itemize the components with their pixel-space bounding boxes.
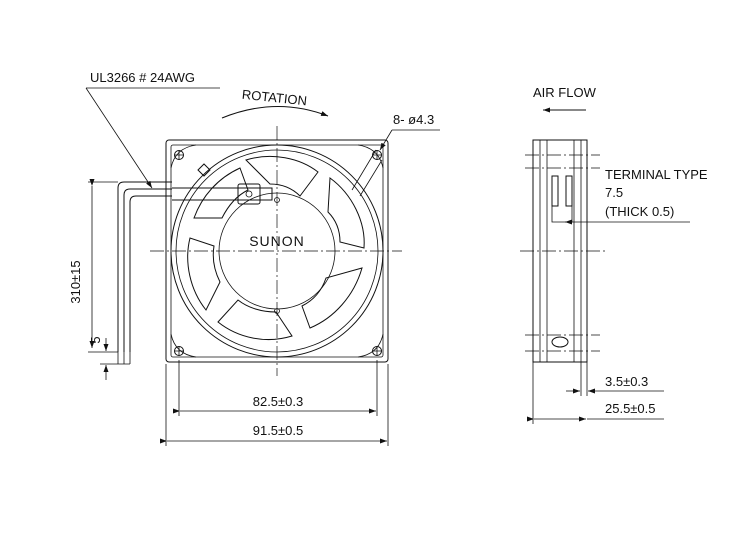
mounting-hole bbox=[372, 346, 382, 356]
strip-length-label: 5 bbox=[88, 336, 103, 343]
strip-length-dimension: 5 bbox=[88, 336, 109, 380]
lead-length-dimension: 310±15 bbox=[68, 179, 95, 348]
lead-length-label: 310±15 bbox=[68, 260, 83, 303]
fan-blades bbox=[187, 155, 365, 341]
cable-spec-label: UL3266 # 24AWG bbox=[90, 70, 195, 85]
support-strut bbox=[172, 187, 273, 201]
hole-spec-label: 8- ø4.3 bbox=[393, 112, 434, 127]
fan-depth-label: 25.5±0.5 bbox=[605, 401, 656, 416]
terminal-thickness-label: (THICK 0.5) bbox=[605, 204, 674, 219]
width-dimensions: 82.5±0.3 91.5±0.5 bbox=[160, 360, 389, 446]
mounting-holes bbox=[174, 150, 382, 356]
hole-callout: 8- ø4.3 bbox=[379, 112, 440, 151]
mounting-hole bbox=[174, 346, 184, 356]
wire-clip bbox=[237, 183, 261, 205]
hole-pitch-label: 82.5±0.3 bbox=[253, 394, 304, 409]
side-view: AIR FLOW TERMINAL TYPE 7.5 (THICK 0.5) 3… bbox=[520, 85, 708, 424]
terminal-type-label: TERMINAL TYPE bbox=[605, 167, 708, 182]
brand-logo: SUNON bbox=[249, 233, 305, 249]
terminal-width-label: 7.5 bbox=[605, 185, 623, 200]
label-diamond bbox=[197, 163, 211, 177]
terminal-pin bbox=[551, 175, 559, 207]
frame-width-label: 91.5±0.5 bbox=[253, 423, 304, 438]
terminal-pin bbox=[565, 175, 573, 207]
airflow-label: AIR FLOW bbox=[533, 85, 597, 100]
mounting-hole bbox=[372, 150, 382, 160]
bottom-boss bbox=[551, 336, 569, 348]
front-view: SUNON bbox=[150, 126, 402, 376]
cable-callout: UL3266 # 24AWG bbox=[85, 70, 220, 189]
mounting-hole bbox=[174, 150, 184, 160]
rotation-indicator: ROTATION bbox=[221, 87, 329, 119]
flange-thickness-label: 3.5±0.3 bbox=[605, 374, 648, 389]
rotation-label: ROTATION bbox=[241, 87, 307, 109]
